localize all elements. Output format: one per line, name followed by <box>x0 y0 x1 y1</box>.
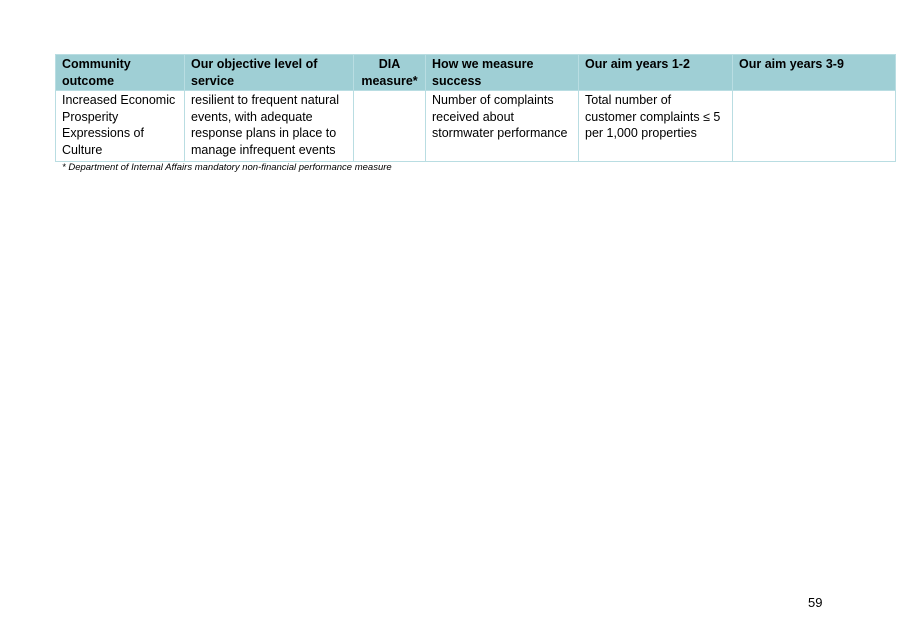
cell-how-we-measure-success: Number of complaints received about stor… <box>425 90 579 162</box>
cell-aim-years-1-2: Total number of customer complaints ≤ 5 … <box>578 90 733 162</box>
header-how-we-measure-success: How we measure success <box>425 54 579 91</box>
table-header-row: Community outcome Our objective level of… <box>55 54 896 91</box>
header-community-outcome: Community outcome <box>55 54 185 91</box>
header-aim-years-1-2: Our aim years 1-2 <box>578 54 733 91</box>
cell-community-outcome: Increased Economic Prosperity Expression… <box>55 90 185 162</box>
header-aim-years-3-9: Our aim years 3-9 <box>732 54 896 91</box>
header-objective-level-of-service: Our objective level of service <box>184 54 354 91</box>
performance-table: Community outcome Our objective level of… <box>55 54 896 162</box>
header-dia-measure: DIA measure* <box>353 54 426 91</box>
footnote: * Department of Internal Affairs mandato… <box>62 162 392 173</box>
cell-aim-years-3-9 <box>732 90 896 162</box>
cell-dia-measure <box>353 90 426 162</box>
page-number: 59 <box>808 595 823 610</box>
cell-objective-level-of-service: resilient to frequent natural events, wi… <box>184 90 354 162</box>
table-row: Increased Economic Prosperity Expression… <box>55 90 896 162</box>
